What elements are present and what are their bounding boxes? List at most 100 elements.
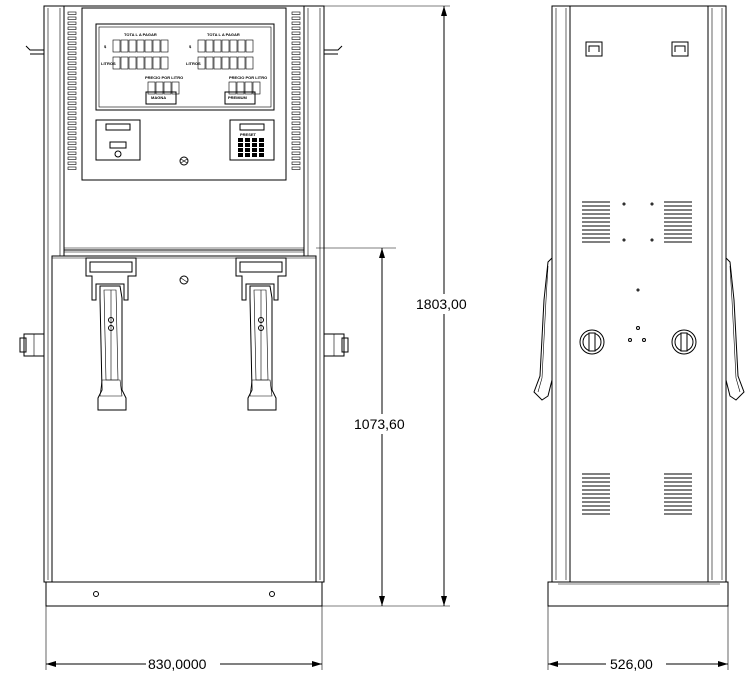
- digit-cell: [136, 56, 145, 70]
- vent-slot: [67, 41, 77, 45]
- left-upper-hook: [25, 45, 44, 55]
- head-right-vents: [291, 11, 301, 170]
- digit-cell: [236, 81, 245, 95]
- left-nozzle-holster: [85, 257, 137, 301]
- upper-left-grille: [582, 201, 610, 243]
- keypad-key: [238, 148, 243, 152]
- right-nozzle: [247, 285, 277, 411]
- front-width-dimension: 830,0000: [45, 606, 323, 674]
- right-row2-label: LITROS: [186, 61, 201, 66]
- total-height-dimension: 1803,00: [304, 5, 478, 607]
- right-product-box: [224, 91, 256, 105]
- side-right-column: [707, 5, 727, 583]
- lower-left-grille: [582, 473, 610, 515]
- keypad-key: [238, 138, 243, 142]
- digit-cell: [213, 39, 222, 53]
- left-row1-label: $: [104, 44, 107, 49]
- digit-cell: [136, 39, 145, 53]
- keypad-key: [259, 153, 264, 157]
- digit-cell: [237, 56, 246, 70]
- digit-cell: [221, 56, 230, 70]
- base-hole-right: [269, 591, 275, 597]
- vent-slot: [291, 66, 301, 70]
- vent-slot: [67, 156, 77, 160]
- panel-screw: [179, 156, 189, 166]
- vent-slot: [291, 156, 301, 160]
- vent-slot: [67, 106, 77, 110]
- vent-slot: [291, 31, 301, 35]
- keypad-key: [238, 143, 243, 147]
- digit-cell: [128, 56, 137, 70]
- vent-slot: [67, 151, 77, 155]
- digit-cell: [205, 39, 214, 53]
- digit-cell: [245, 39, 254, 53]
- vent-slot: [291, 166, 301, 170]
- vent-slot: [67, 131, 77, 135]
- digit-cell: [244, 81, 253, 95]
- digit-cell: [144, 56, 153, 70]
- vent-slot: [291, 51, 301, 55]
- side-view: 526,00: [533, 5, 745, 674]
- vent-slot: [291, 101, 301, 105]
- vent-slot: [291, 71, 301, 75]
- vent-slot: [67, 126, 77, 130]
- digit-cell: [152, 39, 161, 53]
- vent-slot: [67, 11, 77, 15]
- digit-cell: [160, 39, 169, 53]
- vent-slot: [67, 121, 77, 125]
- side-panel: [569, 5, 709, 583]
- right-nozzle-holster: [235, 257, 287, 301]
- digit-cell: [221, 39, 230, 53]
- digit-cell: [229, 56, 238, 70]
- keypad-key: [259, 143, 264, 147]
- lower-height-value: 1073,60: [354, 416, 405, 432]
- total-height-value: 1803,00: [416, 296, 467, 312]
- keypad-key: [245, 138, 250, 142]
- right-side-bracket: [323, 333, 349, 357]
- vent-slot: [291, 136, 301, 140]
- base-hole-left: [93, 591, 99, 597]
- vent-slot: [291, 81, 301, 85]
- display-screen: [95, 23, 275, 111]
- keypad-key: [252, 148, 257, 152]
- vent-slot: [291, 16, 301, 20]
- digit-cell: [112, 39, 121, 53]
- vent-slot: [67, 101, 77, 105]
- vent-slot: [291, 106, 301, 110]
- vent-slot: [291, 116, 301, 120]
- left-product-label: MAGNA: [151, 95, 166, 100]
- vent-slot: [67, 136, 77, 140]
- vent-slot: [291, 56, 301, 60]
- digit-cell: [144, 39, 153, 53]
- vent-slot: [291, 91, 301, 95]
- digit-cell: [120, 56, 129, 70]
- keypad-key: [245, 153, 250, 157]
- head-left-vents: [67, 11, 77, 170]
- digit-cell: [228, 81, 237, 95]
- vent-slot: [67, 31, 77, 35]
- vent-slot: [291, 146, 301, 150]
- front-base: [45, 581, 323, 607]
- vent-slot: [291, 46, 301, 50]
- vent-slot: [291, 96, 301, 100]
- vent-slot: [67, 36, 77, 40]
- digit-cell: [229, 39, 238, 53]
- vent-slot: [291, 26, 301, 30]
- vent-slot: [291, 151, 301, 155]
- vent-slot: [67, 141, 77, 145]
- digit-cell: [213, 56, 222, 70]
- digit-cell: [160, 56, 169, 70]
- keypad-module: [229, 119, 275, 161]
- vent-slot: [67, 56, 77, 60]
- left-price-label: PRECIO POR LITRO: [145, 75, 183, 80]
- vent-slot: [291, 86, 301, 90]
- vent-slot: [67, 111, 77, 115]
- vent-slot: [291, 131, 301, 135]
- vent-slot: [291, 21, 301, 25]
- vent-slot: [67, 76, 77, 80]
- vent-slot: [67, 66, 77, 70]
- left-nozzle: [97, 285, 127, 411]
- vent-slot: [291, 126, 301, 130]
- side-right-hose-holder: [725, 257, 745, 401]
